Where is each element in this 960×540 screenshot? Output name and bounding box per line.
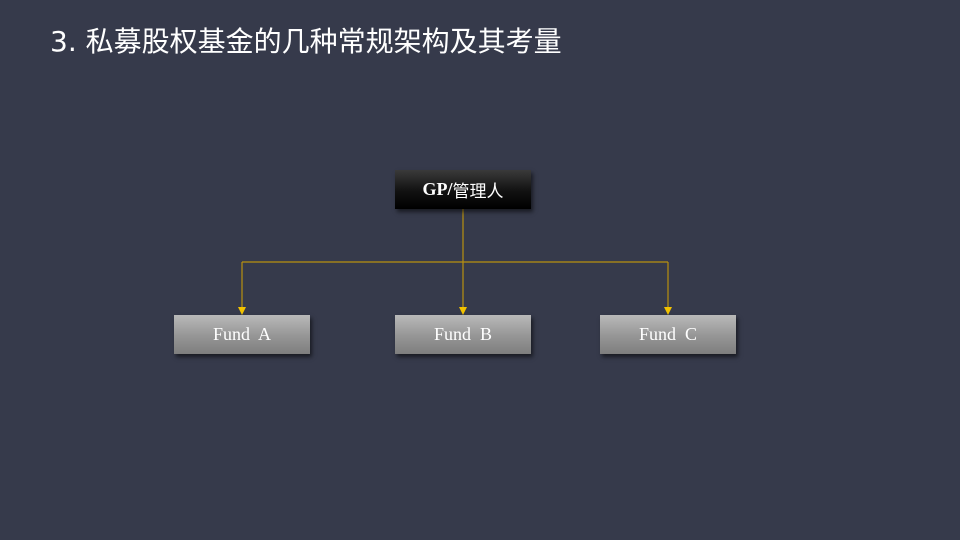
fund-c-node: Fund C [600,315,736,354]
fund-a-label: Fund A [212,324,272,344]
fund-a-node: Fund A [174,315,310,354]
slide-title: 3. 私募股权基金的几种常规架构及其考量 [50,25,562,58]
gp-node-label-cn: 管理人 [452,182,504,202]
arrowhead-fund-b [459,307,467,315]
gp-manager-node: GP/管理人 [395,170,531,209]
arrowhead-fund-a [238,307,246,315]
fund-b-label: Fund B [433,324,493,344]
fund-c-label: Fund C [638,324,698,344]
fund-b-node: Fund B [395,315,531,354]
gp-node-label-latin: GP/ [422,179,453,199]
arrowhead-fund-c [664,307,672,315]
